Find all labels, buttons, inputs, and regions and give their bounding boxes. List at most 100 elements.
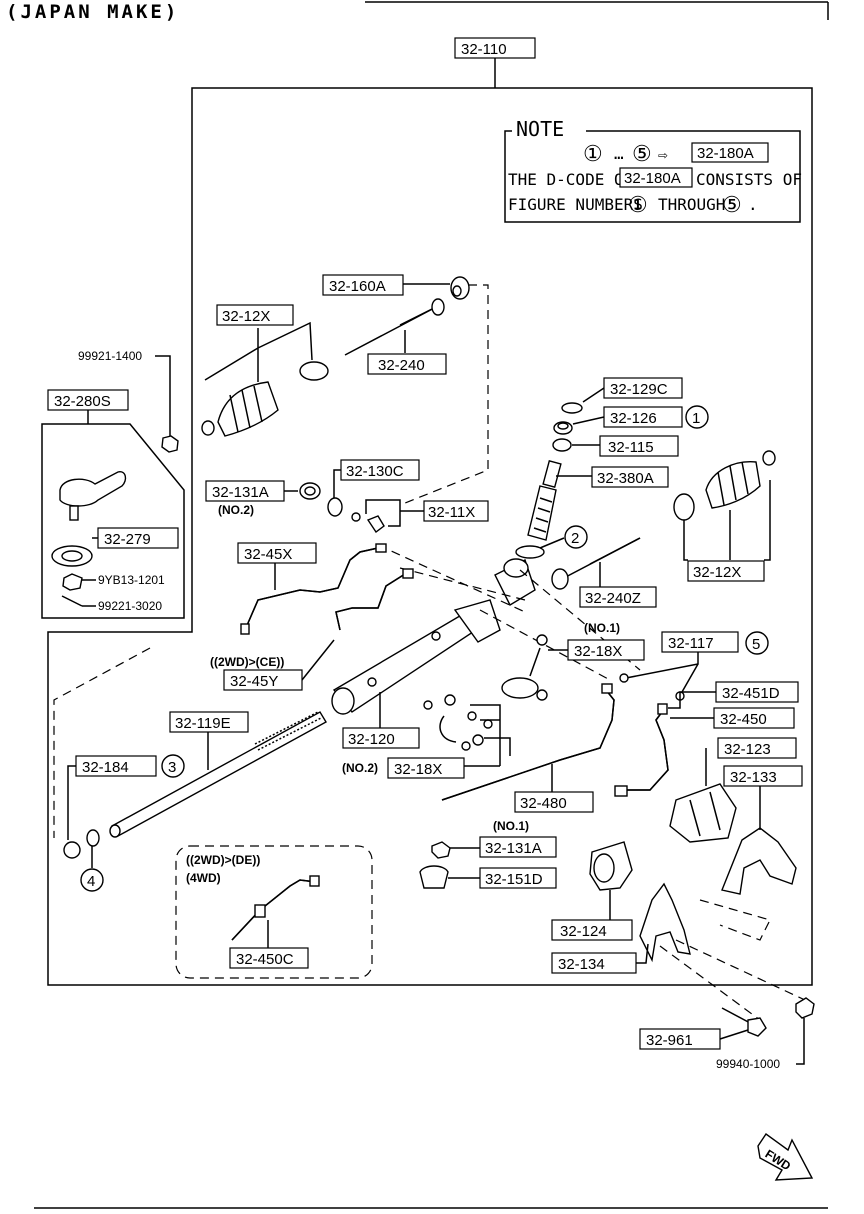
part-label-32-151D: 32-151D [485, 871, 543, 888]
part-label-box-32-18X-a[interactable] [567, 639, 645, 661]
part-label-32-160A: 32-160A [329, 278, 386, 295]
part-label-box-32-240[interactable] [367, 353, 447, 375]
part-label-box-32-123[interactable] [717, 737, 797, 759]
part-label-32-451D: 32-451D [722, 685, 780, 702]
part-label-99221-3020: 99221-3020 [98, 599, 162, 613]
part-label-32-124: 32-124 [560, 923, 607, 940]
leader-32-12X-a [204, 321, 313, 382]
part-label-box-32-961[interactable] [639, 1028, 721, 1050]
variant-4wd-box [175, 845, 373, 979]
pipe-450-drawing [614, 703, 669, 797]
pipe-450C-drawing [231, 875, 320, 941]
part-label-box-32-451D[interactable] [715, 681, 799, 703]
part-label-box-32-45Y[interactable] [223, 669, 303, 691]
part-label-box-32-12X-b[interactable] [687, 560, 765, 582]
callout-1: 1 [692, 410, 700, 427]
leader-32-961 [719, 1029, 749, 1040]
part-label-32-240: 32-240 [378, 357, 425, 374]
part-label-box-32-160A[interactable] [322, 274, 404, 296]
note-code: 32-180A [697, 145, 754, 162]
pinion-shaft-drawing [515, 459, 562, 559]
part-label-32-45X: 32-45X [244, 546, 292, 563]
part-label-32-133: 32-133 [730, 769, 777, 786]
part-label-box-32-134[interactable] [551, 952, 637, 974]
part-label-box-32-151D[interactable] [479, 867, 557, 889]
clamp-upper-drawing [501, 634, 548, 701]
part-label-box-32-11X[interactable] [423, 500, 489, 522]
part-label-box-32-12X-a[interactable] [216, 304, 294, 326]
part-label-box-32-117[interactable] [661, 631, 739, 653]
callout-5-circle [745, 631, 769, 655]
part-label-32-18X-b: 32-18X [394, 761, 442, 778]
part-label-box-32-240Z[interactable] [579, 586, 657, 608]
leader-32-117 [625, 652, 699, 693]
note-range-from: ① [583, 142, 603, 167]
boot-right-drawing [673, 450, 776, 521]
note-title: NOTE [516, 117, 564, 141]
part-label-box-32-45X[interactable] [237, 542, 317, 564]
part-label-32-280S: 32-280S [54, 393, 111, 410]
part-label-32-115: 32-115 [608, 439, 654, 456]
leader-32-45Y [301, 639, 335, 681]
part-label-32-45Y: 32-45Y [230, 673, 278, 690]
part-label-32-279: 32-279 [104, 531, 151, 548]
note-box: NOTE ① … ⑤ ⇨ 32-180A THE D-CODE OF 32-18… [504, 117, 802, 223]
callout-4: 4 [87, 873, 95, 890]
label-cond-4wd: (4WD) [186, 871, 221, 885]
note-arrow-icon: ⇨ [658, 145, 668, 164]
part-label-box-32-129C[interactable] [603, 377, 683, 399]
tie-rod-lower-drawing [551, 537, 641, 590]
part-label-32-117: 32-117 [668, 635, 714, 652]
part-label-box-32-133[interactable] [723, 765, 803, 787]
part-label-box-32-110[interactable] [454, 37, 536, 59]
part-label-32-126: 32-126 [610, 410, 657, 427]
part-label-32-450C: 32-450C [236, 951, 294, 968]
leader-32-130C [333, 469, 341, 498]
part-label-box-32-450[interactable] [713, 707, 795, 729]
part-label-32-240Z: 32-240Z [585, 590, 641, 607]
part-label-99921-1400: 99921-1400 [78, 349, 142, 363]
part-label-box-32-380A[interactable] [591, 466, 669, 488]
pressure-pipes-drawing [240, 543, 414, 635]
part-label-32-120: 32-120 [348, 731, 395, 748]
cap-icon [419, 865, 449, 889]
dashed-leader-left [53, 647, 151, 838]
note-line3-a: FIGURE NUMBERS [508, 195, 643, 214]
part-label-box-32-450C[interactable] [229, 947, 309, 969]
note-line2-a: THE D-CODE OF [508, 170, 633, 189]
leader-32-18X-b [470, 704, 511, 766]
bracket-right-drawing [721, 827, 797, 895]
rack-bushing-icon [86, 829, 100, 847]
note-line3-end: . [748, 195, 758, 214]
part-label-32-480: 32-480 [520, 795, 567, 812]
note-line3-from: ① [628, 193, 648, 218]
part-label-box-32-120[interactable] [342, 727, 420, 749]
note-line3-to: ⑤ [722, 193, 742, 218]
leader-32-451D [668, 691, 716, 709]
leader-99921-1400 [155, 355, 171, 436]
part-label-box-32-115[interactable] [599, 435, 679, 457]
part-label-box-32-126[interactable] [603, 406, 683, 428]
callout-1-circle [685, 405, 709, 429]
callout-4-circle [80, 868, 104, 892]
label-cond-2wd-ce: ((2WD)>(CE)) [210, 655, 284, 669]
part-label-box-32-119E[interactable] [169, 711, 249, 733]
note-code-box[interactable] [691, 142, 769, 163]
part-label-32-184: 32-184 [82, 759, 129, 776]
part-label-box-32-279[interactable] [97, 527, 179, 549]
part-label-32-110: 32-110 [461, 41, 507, 58]
part-label-32-450: 32-450 [720, 711, 767, 728]
tie-rod-end-group-frame [41, 410, 185, 619]
page-header-title: (JAPAN MAKE) [6, 1, 179, 23]
leader-32-184 [67, 765, 76, 840]
part-label-box-32-131A-b[interactable] [479, 836, 557, 858]
note-line2-code-box[interactable] [619, 167, 693, 188]
leader-32-129C [582, 387, 605, 403]
note-line2-b: CONSISTS OF [696, 170, 802, 189]
gasket-icon-a [619, 673, 629, 683]
part-label-box-32-124[interactable] [551, 919, 633, 941]
part-label-box-32-480[interactable] [514, 791, 594, 813]
part-label-box-32-18X-b[interactable] [387, 757, 465, 779]
leader-32-126 [572, 416, 605, 425]
